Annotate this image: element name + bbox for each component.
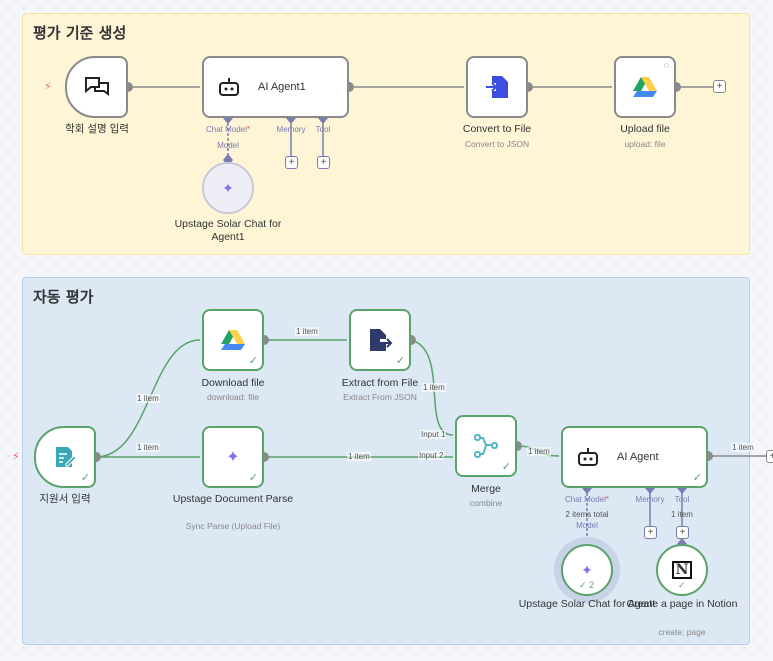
add-node-button[interactable]: +: [766, 450, 773, 463]
port-tool[interactable]: Tool: [315, 125, 331, 134]
edge-label: 1 item: [136, 394, 160, 403]
merge-input-1-label: Input 1: [420, 430, 447, 439]
success-check-icon: ✓: [248, 472, 258, 484]
node-subtitle: download: file: [207, 392, 259, 402]
google-drive-icon: [221, 330, 245, 350]
port-memory[interactable]: Memory: [635, 495, 665, 504]
node-label: 지원서 입력: [39, 493, 91, 505]
edge-label: 1 item: [347, 452, 371, 461]
add-memory-button[interactable]: +: [285, 156, 298, 169]
google-drive-icon: [633, 77, 657, 97]
upstage-icon: ✦: [226, 449, 240, 466]
node-label: Upstage Document Parse: [172, 493, 294, 505]
node-download-file[interactable]: ✓: [202, 309, 264, 371]
node-notion-create-page[interactable]: N ✓: [656, 544, 708, 596]
port-model-label: Model: [217, 141, 239, 150]
edge-label: 1 item: [422, 383, 446, 392]
port-model-label: Model: [576, 521, 598, 530]
add-node-button[interactable]: +: [713, 80, 726, 93]
node-subtitle: Extract From JSON: [343, 392, 417, 402]
model-item-count: 2 items total: [565, 510, 609, 519]
add-tool-button[interactable]: +: [317, 156, 330, 169]
port-memory[interactable]: Memory: [276, 125, 306, 134]
node-extract-from-file[interactable]: ✓: [349, 309, 411, 371]
node-conference-input[interactable]: [65, 56, 128, 118]
node-ai-agent[interactable]: AI Agent ✓: [561, 426, 708, 488]
node-label: Download file: [201, 377, 265, 389]
robot-icon: [578, 448, 598, 466]
robot-icon: [219, 78, 239, 96]
node-label: Extract from File: [341, 377, 419, 389]
tool-item-count: 1 item: [671, 510, 693, 519]
node-title: AI Agent1: [258, 81, 306, 93]
node-subtitle: Sync Parse (Upload File): [185, 521, 281, 531]
edge-label: 1 item: [136, 443, 160, 452]
node-label: 학회 설명 입력: [65, 123, 129, 135]
port-tool[interactable]: Tool: [674, 495, 690, 504]
success-check-icon: ✓: [395, 355, 405, 367]
merge-input-2-label: Input 2: [418, 451, 445, 460]
success-check-icon: ✓: [80, 472, 90, 484]
success-check-icon: ✓: [248, 355, 258, 367]
node-label: Upstage Solar Chat for Agent1: [174, 218, 282, 243]
extract-file-icon: [370, 329, 393, 351]
chat-icon: [84, 77, 109, 96]
run-count: ✓ 2: [579, 580, 595, 590]
add-tool-button[interactable]: +: [676, 526, 689, 539]
node-upload-file[interactable]: ◌: [614, 56, 676, 118]
group-title: 자동 평가: [33, 288, 94, 306]
node-label: Upstage Solar Chat for Agent: [518, 598, 656, 610]
trigger-bolt-icon: ⚡: [44, 81, 52, 93]
node-subtitle: create: page: [658, 627, 706, 637]
group-title: 평가 기준 생성: [33, 24, 127, 42]
node-upstage-document-parse[interactable]: ✦ ✓: [202, 426, 264, 488]
success-check-icon: ✓: [501, 461, 511, 473]
node-convert-to-file[interactable]: [466, 56, 528, 118]
upstage-icon: ✦: [581, 561, 593, 578]
node-application-input[interactable]: ✓: [34, 426, 96, 488]
node-ai-agent1[interactable]: AI Agent1: [202, 56, 349, 118]
node-solar-chat-1[interactable]: ✦: [202, 162, 254, 214]
merge-icon: [474, 434, 498, 458]
node-merge[interactable]: ✓: [455, 415, 517, 477]
notion-icon: N: [671, 561, 693, 579]
node-label: Convert to File: [462, 123, 532, 135]
edge-label: 1 item: [731, 443, 755, 452]
success-check-icon: ✓: [678, 580, 686, 590]
sticky-note-criteria[interactable]: 평가 기준 생성: [22, 13, 750, 255]
node-subtitle: combine: [469, 498, 503, 508]
edge-label: 1 item: [295, 327, 319, 336]
node-solar-chat-agent[interactable]: ✦ ✓ 2: [561, 544, 613, 596]
node-label: Create a page in Notion: [626, 598, 738, 610]
node-label: Upload file: [620, 123, 670, 135]
node-subtitle: upload: file: [624, 139, 666, 149]
form-icon: [56, 447, 77, 467]
node-title: AI Agent: [617, 451, 659, 463]
upstage-icon: ✦: [222, 179, 234, 196]
success-check-icon: ✓: [692, 472, 702, 484]
loading-icon: ◌: [663, 60, 669, 70]
node-label: Merge: [471, 483, 501, 495]
convert-file-icon: [486, 76, 508, 98]
trigger-bolt-icon: ⚡: [12, 451, 20, 463]
node-subtitle: Convert to JSON: [464, 139, 530, 149]
add-memory-button[interactable]: +: [644, 526, 657, 539]
port-chat-model[interactable]: Chat Model*: [564, 495, 610, 504]
edge-label: 1 item: [527, 447, 551, 456]
port-chat-model[interactable]: Chat Model*: [205, 125, 251, 134]
